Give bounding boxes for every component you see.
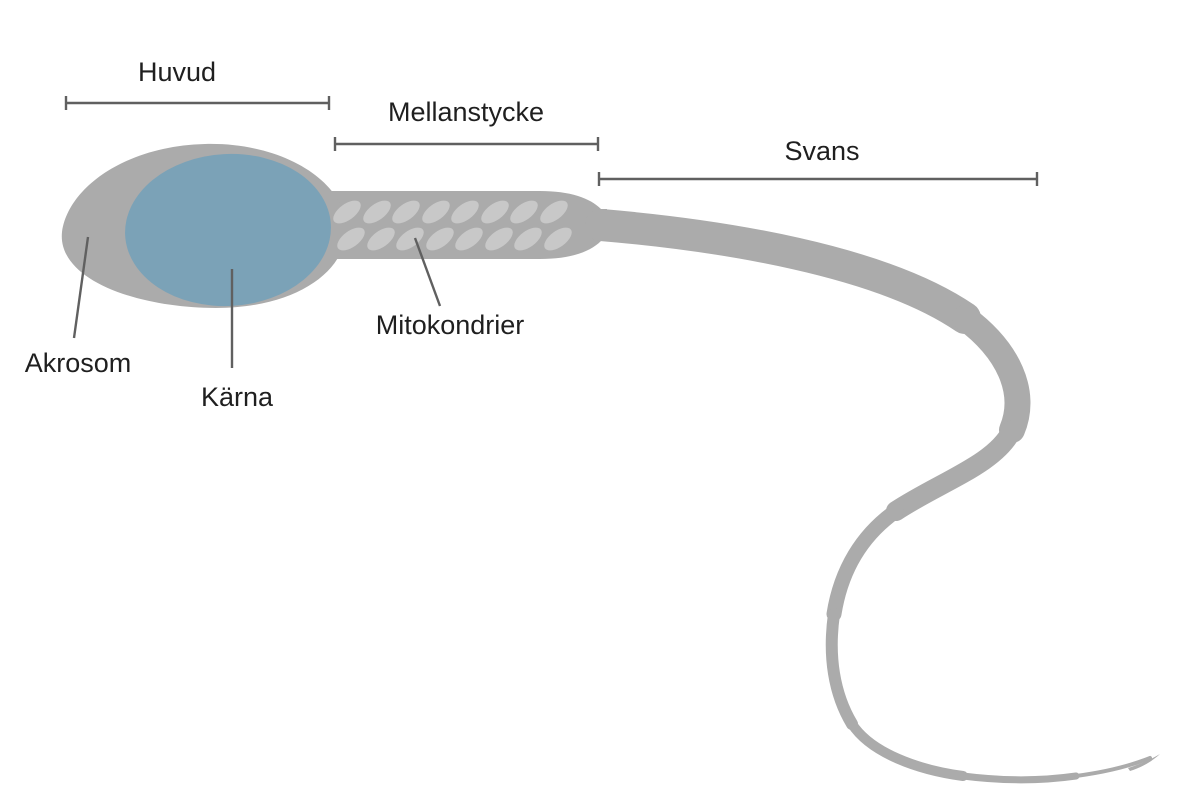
label-mellanstycke: Mellanstycke: [388, 97, 544, 127]
tail-segment: [952, 305, 1031, 443]
mitochondrion: [485, 227, 513, 251]
mitochondrion: [367, 227, 395, 251]
mitochondrion: [392, 200, 420, 224]
mitochondrion: [544, 227, 572, 251]
label-karna: Kärna: [201, 382, 274, 412]
mitochondrion: [481, 200, 509, 224]
tail-tip: [1128, 754, 1160, 771]
tail-segment: [1074, 756, 1152, 778]
mitochondrion: [422, 200, 450, 224]
tail-segment: [959, 772, 1080, 784]
bracket-svans: [597, 172, 1039, 186]
label-svans: Svans: [784, 136, 859, 166]
mitochondrion: [510, 200, 538, 224]
label-mitokondrier: Mitokondrier: [376, 310, 525, 340]
bracket-huvud: [64, 96, 331, 110]
label-huvud: Huvud: [138, 57, 216, 87]
bracket-mellanstycke: [333, 137, 600, 151]
mitochondrion: [540, 200, 568, 224]
mitochondrion: [363, 200, 391, 224]
mitochondrion: [337, 227, 365, 251]
leader-mitokondrier: [413, 237, 442, 307]
tail-segment: [886, 420, 1022, 521]
mitochondrion: [455, 227, 483, 251]
nucleus: [125, 153, 331, 307]
tail-segment: [585, 209, 981, 334]
label-akrosom: Akrosom: [25, 348, 132, 378]
mitochondrion: [426, 227, 454, 251]
tail-segment: [847, 719, 968, 781]
mitochondrion: [451, 200, 479, 224]
mitochondrion: [396, 227, 424, 251]
mitochondrion: [514, 227, 542, 251]
tail: [585, 209, 1160, 784]
leader-akrosom: [72, 236, 90, 339]
tail-segment: [825, 608, 858, 730]
mitochondrion: [333, 200, 361, 224]
tail-segment: [826, 503, 904, 622]
mitochondria-group: [333, 200, 572, 251]
